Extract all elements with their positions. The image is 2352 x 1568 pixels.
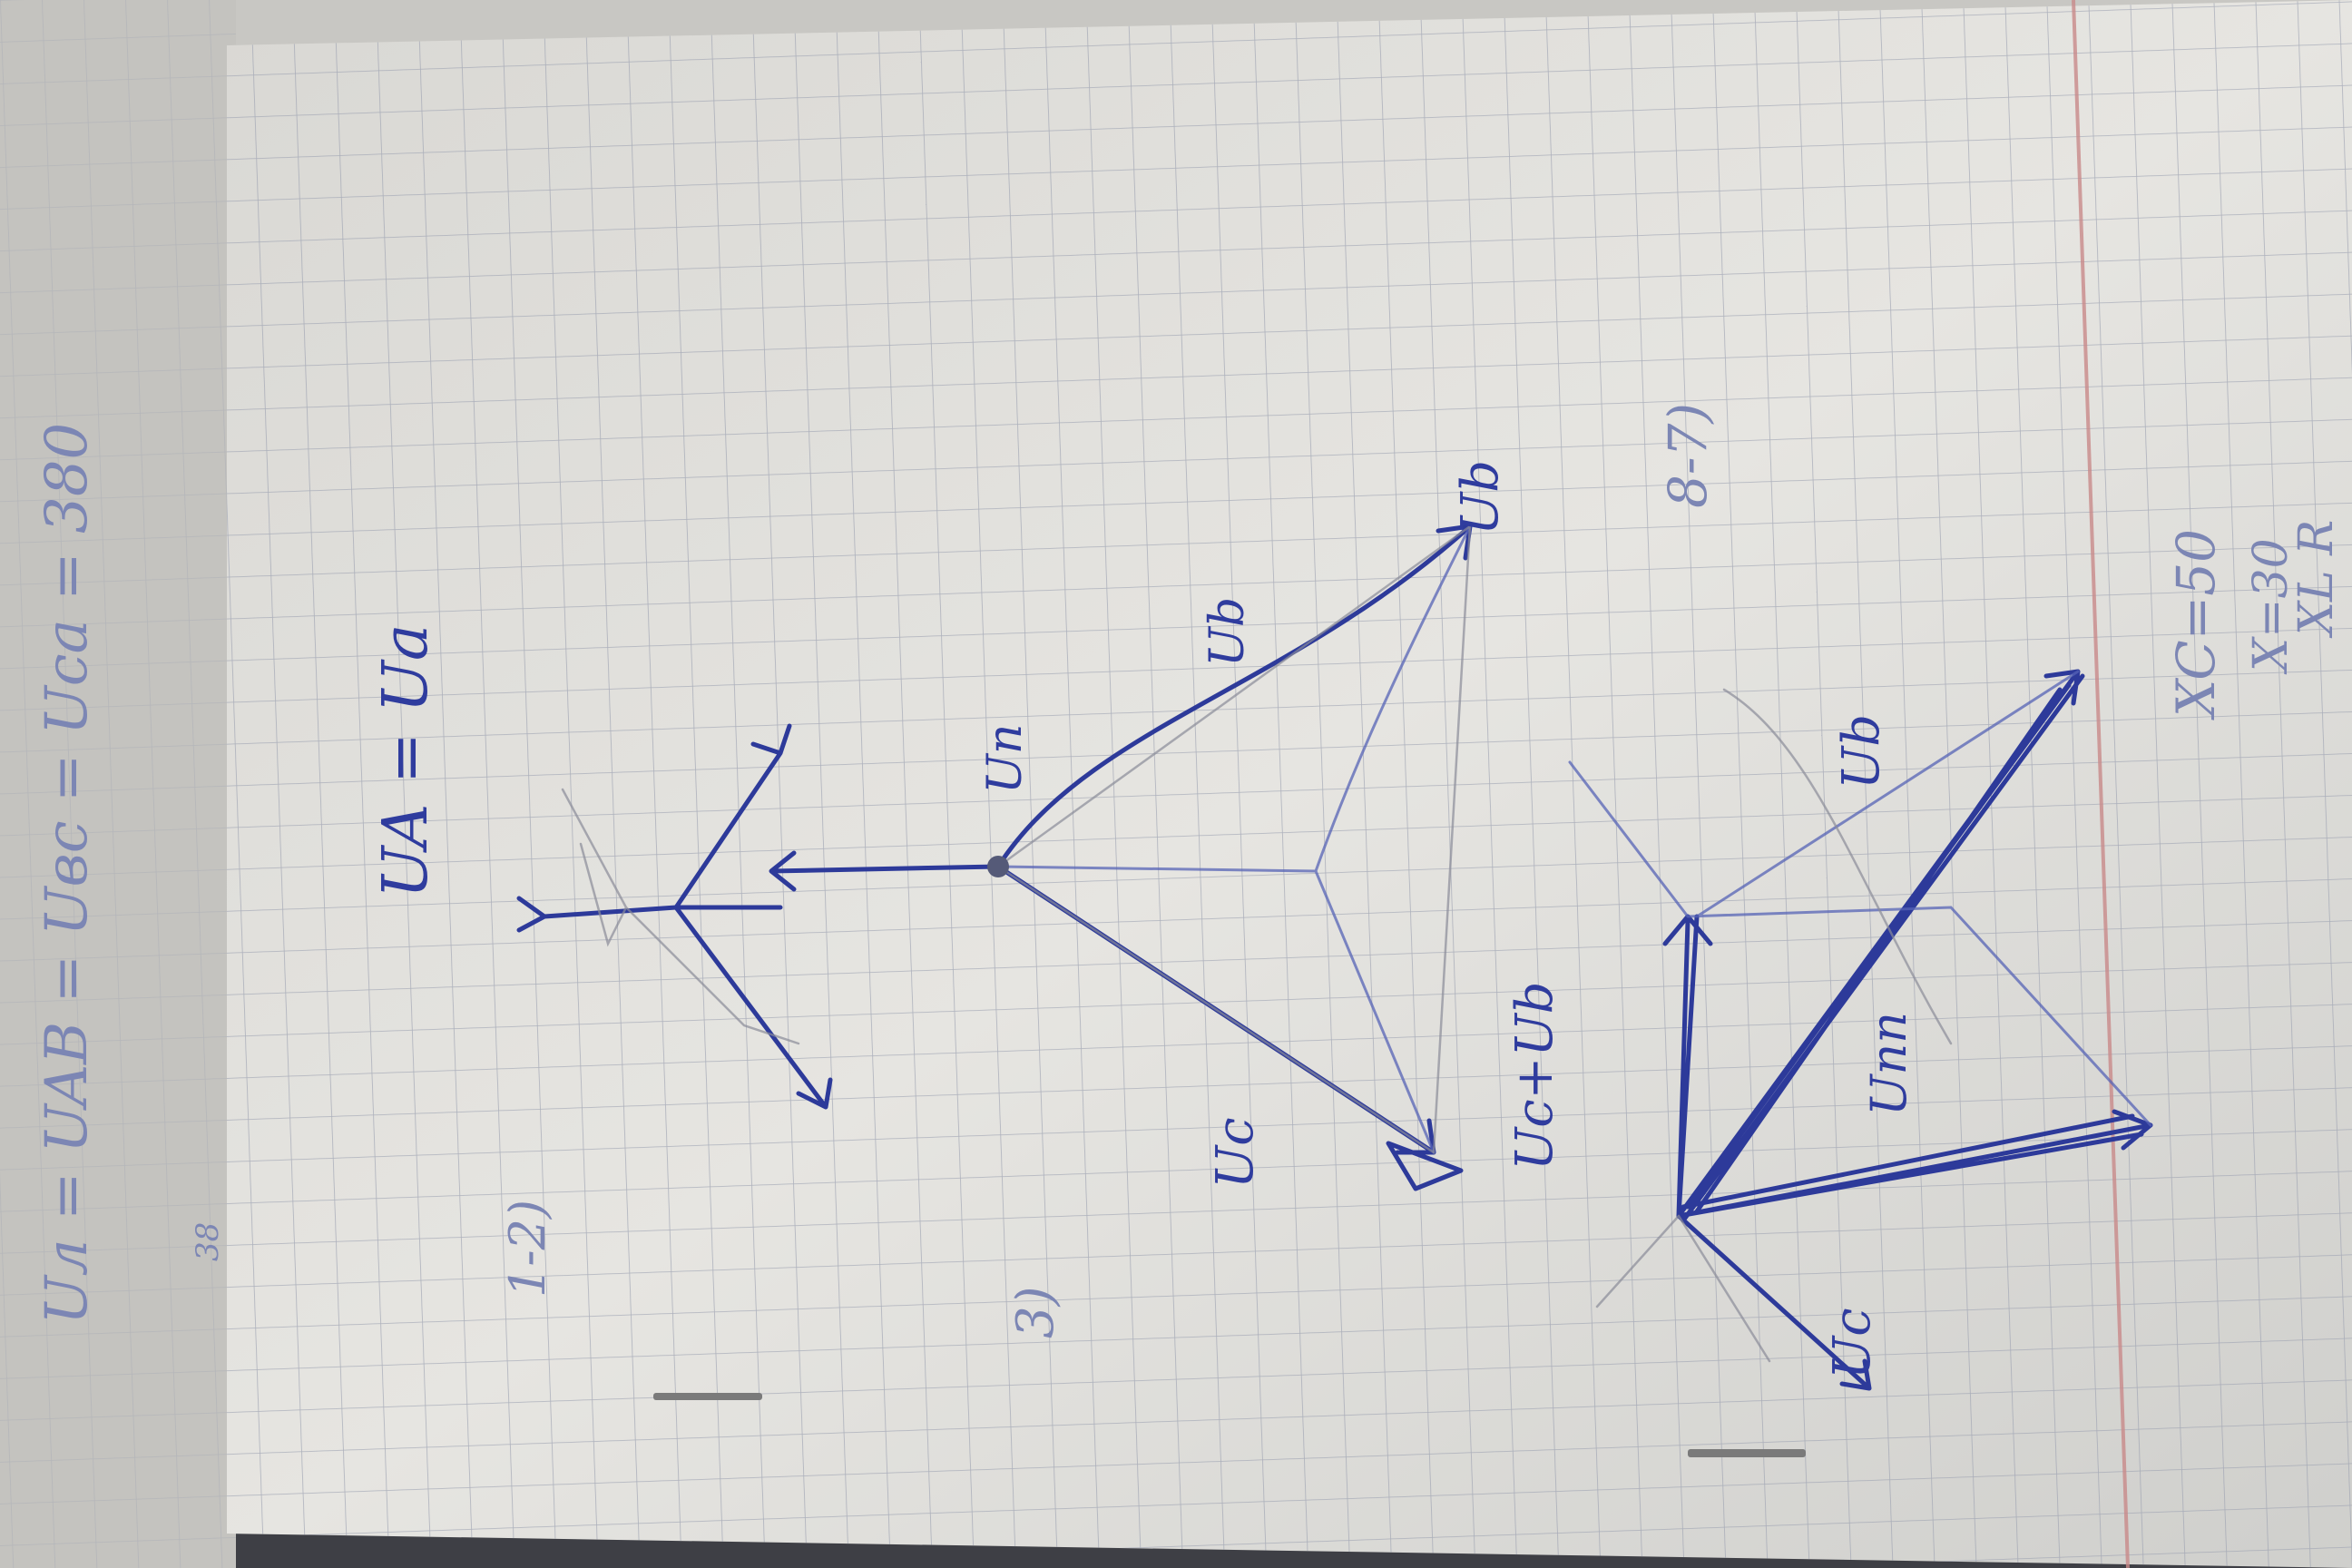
top-equation-group: Uл = UAB = Uвс = Uса = 380 (34, 423, 101, 1325)
ub-label: Ub (1200, 597, 1255, 667)
top-equation: Uл = UAB = Uвс = Uса = 380 (34, 423, 101, 1325)
un-label: Un (978, 724, 1033, 794)
item-3-label: 3) (1006, 1287, 1065, 1338)
uc-label: Uc (1206, 1117, 1265, 1189)
right-x-note: X=30 (2244, 538, 2298, 675)
phasor-unn (1676, 1109, 2153, 1219)
phasor-a-small (516, 896, 783, 933)
uc-bottom-label: Uc (1823, 1308, 1882, 1379)
uc-ub-label: Uc+Ub (1505, 981, 1564, 1171)
star-diagram-small (516, 723, 833, 1110)
top-small-label: 38 (190, 1222, 226, 1261)
item-1-2-label: 1-2) (499, 1200, 556, 1298)
right-xc-note: XC=50 (2165, 529, 2227, 720)
unn-label: Unn (1860, 1012, 1917, 1116)
phasor-diagram-dense (1568, 669, 2153, 1391)
staple-top (653, 1393, 762, 1400)
ub-right-label: Ub (1832, 714, 1891, 789)
right-r-note: XL R (2289, 520, 2344, 639)
phasor-c-small (673, 905, 833, 1110)
phasor-un (769, 850, 1001, 892)
phasor-uc-bottom (1676, 1213, 1872, 1391)
phasor-b-small (673, 723, 792, 910)
star-diagram-main (769, 524, 1473, 1191)
staple-bottom (1688, 1449, 1806, 1457)
phasor-ub-dense (1676, 669, 2085, 1223)
item-8-7-label: 8-7) (1657, 403, 1719, 508)
ua-equals-label: UA = Ua (370, 624, 442, 898)
phasor-uc-ub (1662, 914, 1713, 1219)
margin-line (2072, 0, 2130, 1568)
ub-big-label: Ub (1451, 460, 1510, 535)
